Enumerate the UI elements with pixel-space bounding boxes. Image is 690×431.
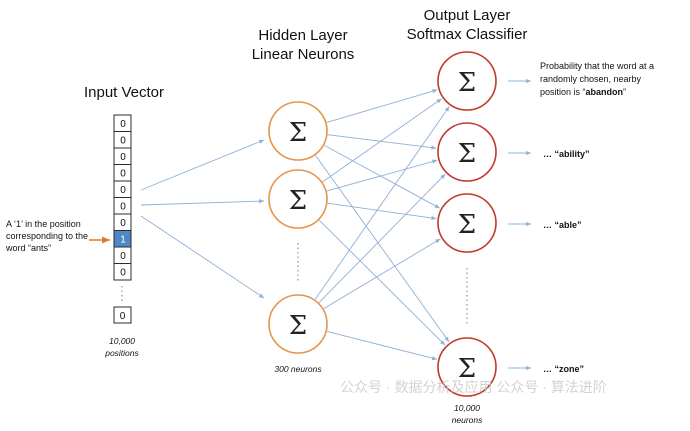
output-label-ability: … “ability”: [543, 149, 590, 159]
input-cell-last-value: 0: [120, 311, 126, 322]
input-count: 10,000: [109, 336, 135, 346]
output-neuron-1: Σ: [437, 51, 497, 111]
probability-word: abandon: [586, 87, 624, 97]
input-cell-1-value: 0: [120, 136, 126, 147]
input-cell-3-value: 0: [120, 169, 126, 180]
connection-h1-o2: [327, 134, 437, 150]
watermark: 公众号 · 数据分析及应用 公众号 · 算法进阶: [340, 379, 607, 395]
probability-quote-close: ”: [623, 87, 626, 97]
output-count-label: neurons: [452, 415, 483, 425]
probability-line-3: position is “abandon”: [540, 87, 626, 97]
connection-h1-o3: [324, 144, 440, 209]
connection-h3-o2: [318, 173, 446, 303]
connection-h2-o2: [326, 159, 438, 192]
output-neuron-4-circle: [437, 337, 497, 397]
output-label-zone: … “zone”: [543, 364, 584, 374]
sigma-symbol: Σ: [289, 311, 307, 341]
hidden-layer-subtitle: Linear Neurons: [252, 46, 355, 63]
input-cell-last: [113, 306, 132, 324]
annotation-line-1: A ‘1’ in the position: [6, 219, 81, 229]
probability-line-3-text: position is “: [540, 87, 586, 97]
output-neuron-2: Σ: [437, 122, 497, 182]
hidden-count: 300 neurons: [274, 364, 322, 374]
sigma-symbol: Σ: [289, 186, 307, 216]
connection-h1-o4: [315, 155, 450, 343]
connection-h3-o4: [326, 330, 438, 361]
output-neuron-3: Σ: [437, 193, 497, 253]
connection-h3-o1: [314, 106, 450, 300]
connection-h2-o3: [327, 202, 437, 221]
input-cell-9-value: 0: [120, 268, 126, 279]
input-cell-9: [113, 263, 132, 281]
input-cell-4-value: 0: [120, 185, 126, 196]
input-cell-5-value: 0: [120, 202, 126, 213]
output-layer-subtitle: Softmax Classifier: [407, 26, 528, 43]
hidden-to-output-connections: [314, 89, 450, 361]
output-neuron-4: Σ: [437, 337, 497, 397]
hidden-neuron-1-circle: [268, 101, 328, 161]
input-to-hidden-connections: [140, 139, 265, 299]
input-cell-0-value: 0: [120, 119, 126, 130]
output-arrows: [508, 78, 531, 371]
output-neuron-1-circle: [437, 51, 497, 111]
annotation-line-3: word “ants”: [5, 243, 51, 253]
output-layer-title: Output Layer: [424, 7, 511, 24]
hidden-neuron-2-circle: [268, 169, 328, 229]
hidden-neuron-2: Σ: [268, 169, 328, 229]
connection-h2-o4: [318, 219, 446, 346]
input-to-hidden-3: [140, 215, 265, 299]
hidden-layer-title: Hidden Layer: [258, 27, 347, 44]
connection-h2-o1: [322, 98, 442, 183]
input-cell-2-value: 0: [120, 152, 126, 163]
input-to-hidden-1: [140, 139, 265, 191]
sigma-symbol: Σ: [289, 118, 307, 148]
sigma-symbol: Σ: [458, 139, 476, 169]
connection-h3-o3: [323, 238, 441, 309]
hidden-neuron-3-circle: [268, 294, 328, 354]
sigma-symbol: Σ: [458, 354, 476, 384]
input-cell-6-value: 0: [120, 218, 126, 229]
probability-line-1: Probability that the word at a: [540, 61, 654, 71]
input-count-label: positions: [104, 348, 139, 358]
annotation-line-2: corresponding to the: [6, 231, 88, 241]
output-neuron-3-circle: [437, 193, 497, 253]
input-vector: 0 0 0 0 0 0 0 1 0 0: [113, 114, 132, 281]
sigma-symbol: Σ: [458, 68, 476, 98]
input-cell-7-value: 1: [120, 235, 126, 246]
output-label-able: … “able”: [543, 220, 582, 230]
input-to-hidden-2: [140, 198, 265, 206]
hidden-neuron-3: Σ: [268, 294, 328, 354]
output-neuron-2-circle: [437, 122, 497, 182]
input-vector-title: Input Vector: [84, 84, 164, 101]
connection-h1-o1: [326, 89, 438, 123]
output-count: 10,000: [454, 403, 480, 413]
probability-line-2: randomly chosen, nearby: [540, 74, 642, 84]
hidden-neuron-1: Σ: [268, 101, 328, 161]
sigma-symbol: Σ: [458, 210, 476, 240]
input-cell-8-value: 0: [120, 251, 126, 262]
